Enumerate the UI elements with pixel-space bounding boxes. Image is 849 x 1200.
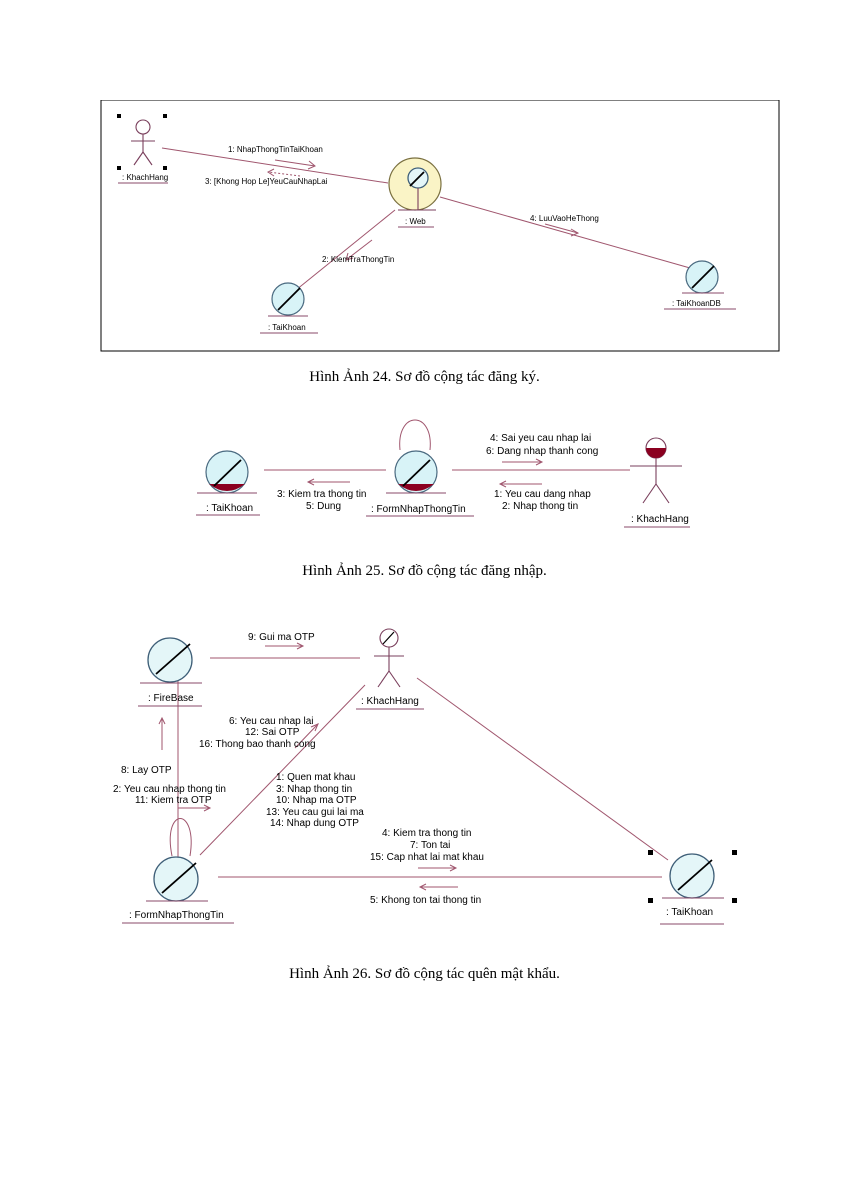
msg-label: 5: Khong ton tai thong tin (370, 895, 481, 906)
object-taikhoandb[interactable]: : TaiKhoanDB (664, 260, 736, 310)
msg-arrow-right-bottom (498, 480, 542, 488)
msg-arrow-3 (267, 168, 301, 177)
object-label: : TaiKhoan (666, 907, 713, 918)
msg-arrow-9 (265, 642, 305, 650)
msg-arrow-1 (274, 159, 316, 170)
selection-handle (117, 166, 121, 170)
object-formnhapthongtin[interactable]: : FormNhapThongTin (122, 856, 234, 924)
msg-label-3: 3: [Khong Hop Le]YeuCauNhapLai (205, 177, 328, 186)
figure-caption-25: Hình Ảnh 25. Sơ đồ cộng tác đăng nhập. (302, 563, 547, 579)
object-label: : KhachHang (361, 696, 419, 707)
selection-handle (732, 850, 737, 855)
msg-label: 9: Gui ma OTP (248, 632, 315, 643)
msg-label-4: 4: LuuVaoHeThong (530, 214, 599, 223)
figure-caption-24: Hình Ảnh 24. Sơ đồ cộng tác đăng ký. (309, 369, 540, 385)
link-actor-web (161, 147, 389, 184)
msg-label: 3: Kiem tra thong tin (277, 489, 367, 500)
msg-arrow-8 (158, 716, 166, 750)
registration-collaboration-diagram: 1: NhapThongTinTaiKhoan 3: [Khong Hop Le… (100, 100, 780, 352)
msg-label: 5: Dung (306, 501, 341, 512)
object-taikhoan[interactable]: : TaiKhoan (196, 450, 260, 516)
selection-handle (163, 166, 167, 170)
msg-label: 16: Thong bao thanh cong (199, 739, 316, 750)
figure-caption-26: Hình Ảnh 26. Sơ đồ cộng tác quên mật khẩ… (289, 966, 560, 982)
msg-label-1: 1: NhapThongTinTaiKhoan (228, 145, 323, 154)
msg-label: 7: Ton tai (410, 840, 450, 851)
forgot-password-collaboration-diagram: 9: Gui ma OTP 6: Yeu cau nhap lai 12: Sa… (113, 628, 737, 925)
object-taikhoan[interactable]: : TaiKhoan (648, 850, 737, 925)
msg-label: 13: Yeu cau gui lai ma (266, 807, 364, 818)
msg-label: 2: Yeu cau nhap thong tin (113, 784, 226, 795)
msg-label: 1: Quen mat khau (276, 772, 356, 783)
login-collaboration-diagram: 3: Kiem tra thong tin 5: Dung 4: Sai yeu… (196, 419, 690, 528)
link-web-taikhoan (295, 209, 396, 291)
object-taikhoan[interactable]: : TaiKhoan (260, 282, 318, 334)
actor-khachhang[interactable]: : KhachHang (624, 437, 690, 528)
object-formnhapthongtin[interactable]: : FormNhapThongTin (366, 450, 474, 517)
object-label: : TaiKhoanDB (672, 299, 721, 308)
object-icon (147, 637, 193, 683)
msg-label: 4: Sai yeu cau nhap lai (490, 433, 591, 444)
object-label: : FormNhapThongTin (129, 910, 224, 921)
msg-label: 2: Nhap thong tin (502, 501, 578, 512)
object-label: : KhachHang (631, 514, 689, 525)
selection-handle (163, 114, 167, 118)
msg-label: 1: Yeu cau dang nhap (494, 489, 591, 500)
selection-handle (648, 898, 653, 903)
actor-khachhang[interactable]: : KhachHang (117, 114, 168, 184)
object-icon (153, 856, 199, 902)
object-web[interactable]: : Web (388, 157, 442, 228)
msg-arrow-left (306, 478, 350, 486)
msg-label: 14: Nhap dung OTP (270, 818, 359, 829)
msg-label: 10: Nhap ma OTP (276, 795, 357, 806)
msg-arrow-self (178, 804, 212, 812)
msg-label: 4: Kiem tra thong tin (382, 828, 472, 839)
link-actor-form (199, 684, 366, 856)
object-icon (669, 853, 715, 899)
msg-arrow-2 (345, 239, 373, 261)
msg-label: 11: Kiem tra OTP (135, 795, 212, 806)
object-label: : FormNhapThongTin (371, 504, 466, 515)
actor-khachhang[interactable]: : KhachHang (356, 628, 424, 710)
msg-arrow-to-actor (294, 723, 319, 749)
selection-handle (648, 850, 653, 855)
msg-label-2: 2: KiemTraThongTin (322, 255, 394, 264)
msg-arrow-from-taikhoan (418, 883, 458, 891)
object-label: : FireBase (148, 693, 194, 704)
msg-label: 3: Nhap thong tin (276, 784, 352, 795)
self-link-form (169, 818, 192, 857)
msg-label: 6: Dang nhap thanh cong (486, 446, 598, 457)
link-actor-taikhoan (416, 677, 669, 861)
diagram-frame (100, 100, 780, 352)
msg-label: 15: Cap nhat lai mat khau (370, 852, 484, 863)
msg-label: 12: Sai OTP (245, 727, 300, 738)
object-label: : TaiKhoan (268, 323, 306, 332)
msg-arrow-right-top (502, 458, 544, 466)
link-web-taikhoandb (439, 196, 691, 269)
msg-label: 8: Lay OTP (121, 765, 172, 776)
self-link-form (399, 419, 431, 451)
selection-handle (732, 898, 737, 903)
object-label: : TaiKhoan (206, 503, 253, 514)
selection-handle (117, 114, 121, 118)
object-label: : KhachHang (122, 173, 168, 182)
object-label: : Web (405, 217, 426, 226)
object-firebase[interactable]: : FireBase (138, 637, 202, 707)
msg-label: 6: Yeu cau nhap lai (229, 716, 314, 727)
msg-arrow-to-taikhoan (418, 864, 458, 872)
msg-arrow-4 (544, 223, 580, 237)
